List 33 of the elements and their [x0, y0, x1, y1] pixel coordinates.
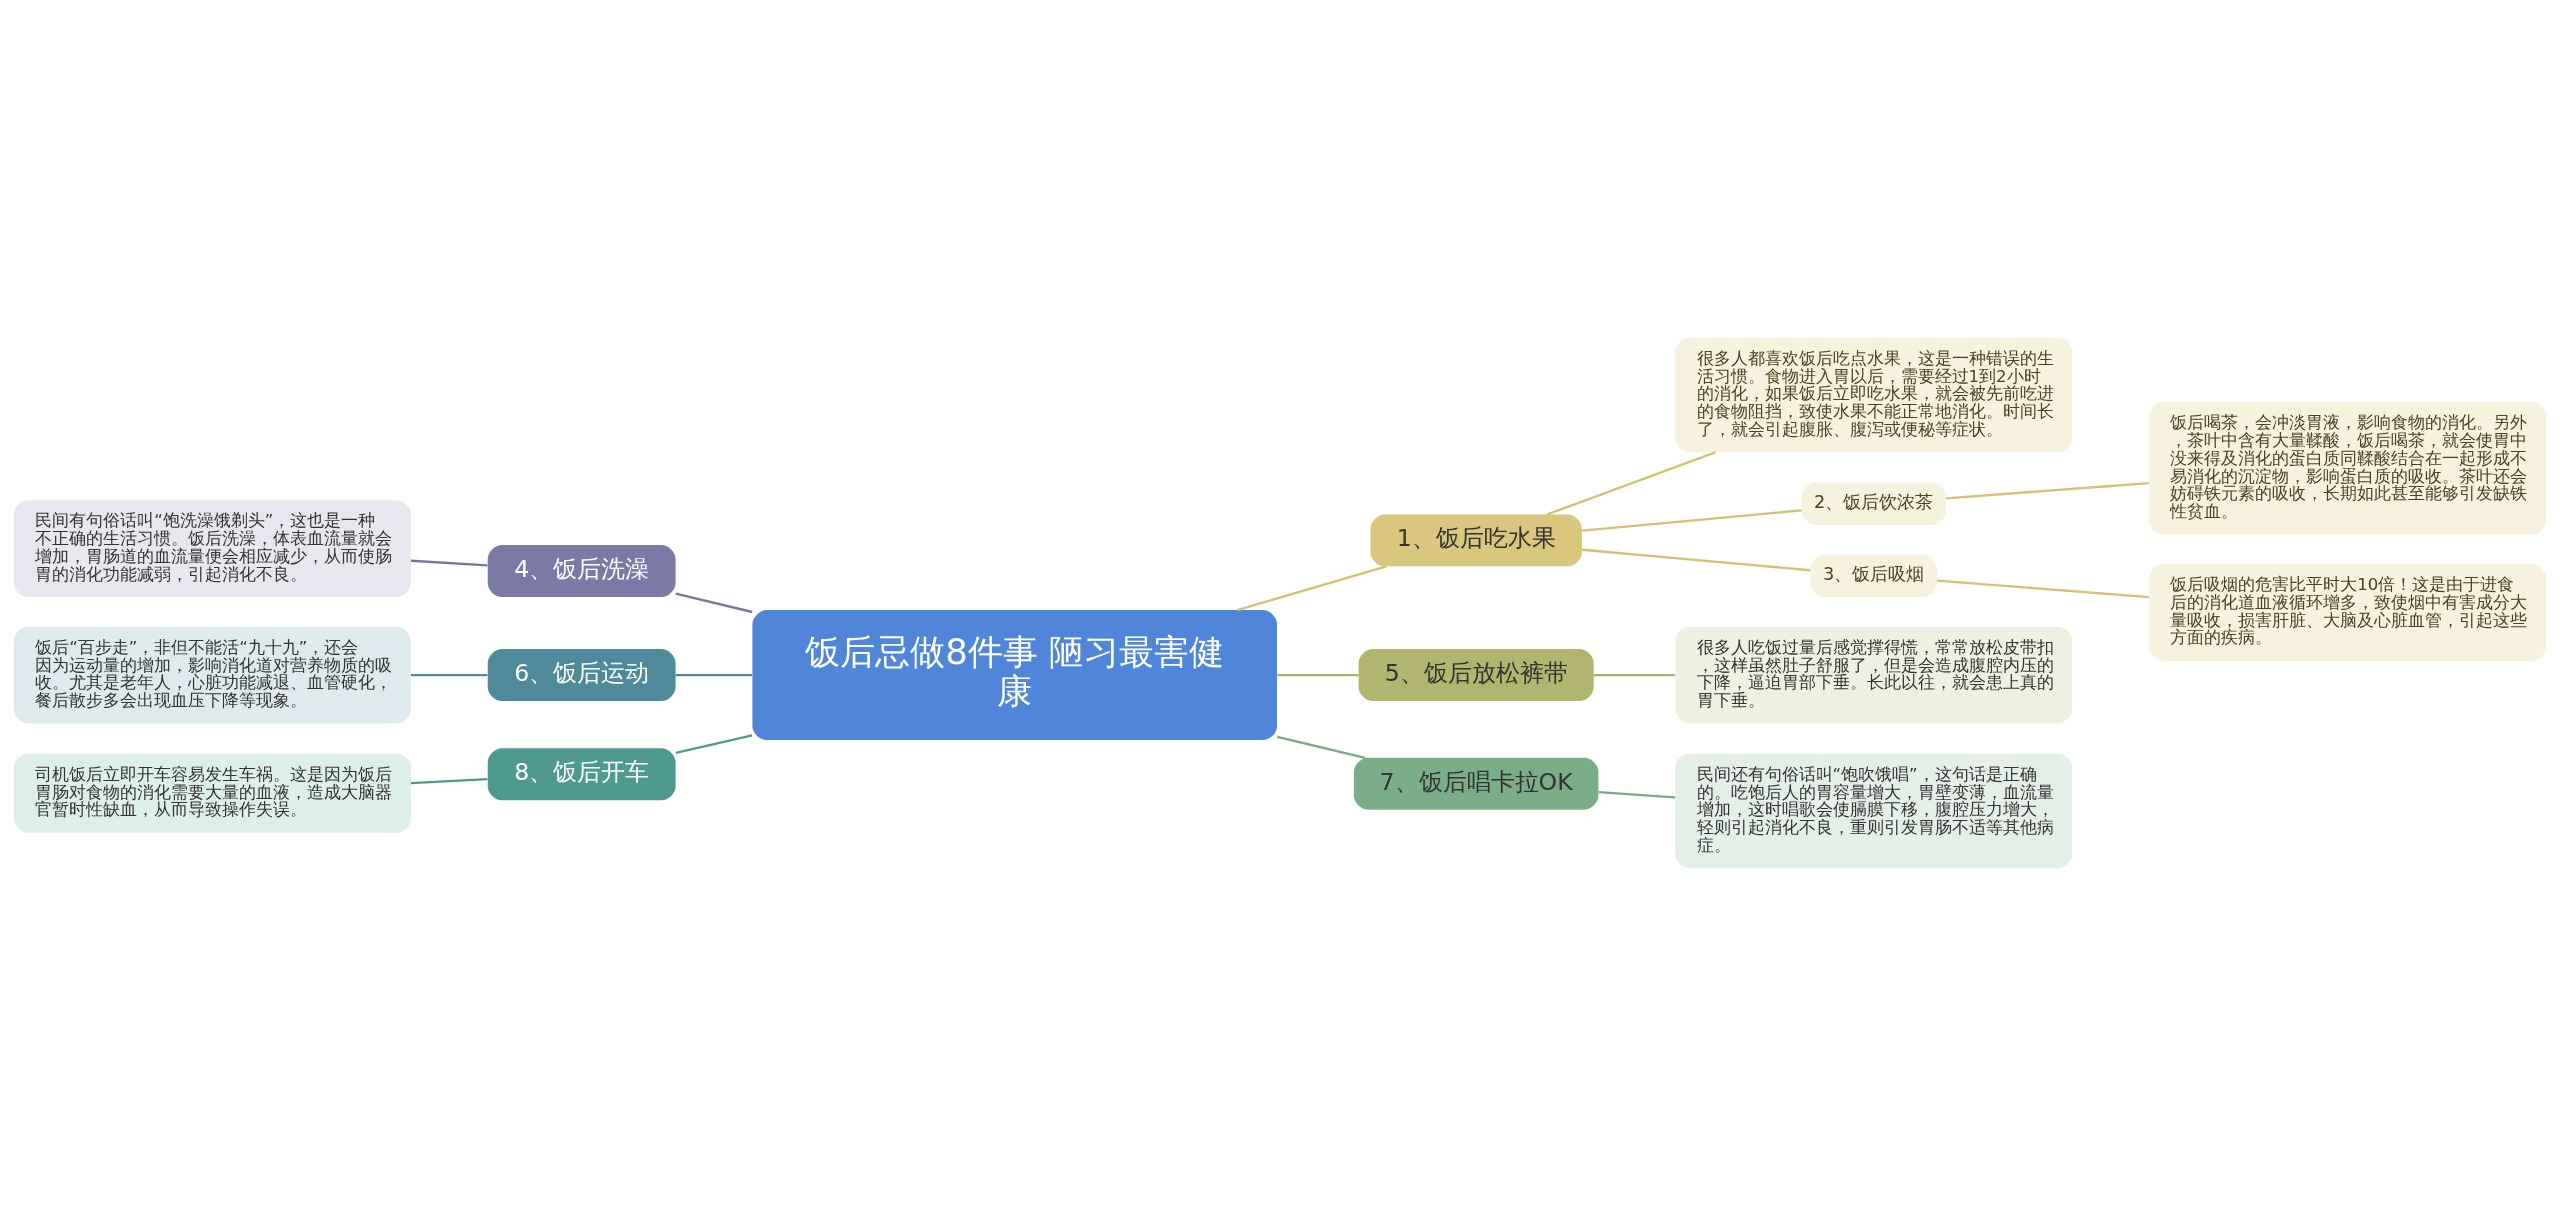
connector	[675, 591, 753, 613]
node-box: 3、饭后吸烟	[1810, 554, 1937, 597]
connector	[1593, 673, 1676, 676]
connector	[675, 673, 753, 676]
connector	[1582, 508, 1802, 532]
node-box: 6、饭后运动	[487, 648, 676, 701]
node-box: 饭后吸烟的危害比平时大10倍！这是由于进食后的消化道血液循环增多，致使烟中有害成分大量吸收，损害肝脏、大脑及心脏血管，引起这些方面的疾病。	[2149, 563, 2547, 661]
connector	[1936, 578, 2149, 598]
connector	[1237, 564, 1387, 611]
connector	[1546, 450, 1716, 515]
node-box: 饭后喝茶，会冲淡胃液，影响食物的消化。另外，茶叶中含有大量鞣酸，饭后喝茶，就会使胃中没来得及消化的蛋白质同鞣酸结合在一起形成不易消化的沉淀物，影响蛋白质的吸收。茶叶还会妨碍铁元素的吸收，长期如此甚至能够引发缺铁性贫血。	[2149, 401, 2547, 534]
node-box: 民间还有句俗话叫“饱吹饿唱”，这句话是正确的。吃饱后人的胃容量增大，胃壁变薄，血流量增加，这时唱歌会使膈膜下移，腹腔压力增大，轻则引起消化不良，重则引发胃肠不适等其他病症。	[1675, 753, 2073, 868]
node-box: 5、饭后放松裤带	[1358, 648, 1594, 701]
connector	[1277, 735, 1366, 759]
connector	[411, 673, 488, 676]
node-box: 4、饭后洗澡	[487, 544, 676, 597]
connector	[675, 733, 753, 754]
connector	[1582, 548, 1811, 571]
node-box: 很多人都喜欢饭后吃点水果，这是一种错误的生活习惯。食物进入胃以后，需要经过1到2小时的消化，如果饭后立即吃水果，就会被先前吃进的食物阻挡，致使水果不能正常地消化。时间长了，就会引起腹胀、腹泻或便秘等症状。	[1675, 337, 2073, 452]
node-box: 1、饭后吃水果	[1370, 513, 1582, 566]
connector	[410, 559, 488, 567]
node-box: 饭后“百步走”，非但不能活“九十九”，还会因为运动量的增加，影响消化道对营养物质的吸收。尤其是老年人，心脏功能减退、血管硬化，餐后散步多会出现血压下降等现象。	[13, 626, 411, 724]
node-box: 8、饭后开车	[487, 747, 676, 800]
node-box: 很多人吃饭过量后感觉撑得慌，常常放松皮带扣，这样虽然肚子舒服了，但是会造成腹腔内压的下降，逼迫胃部下垂。长此以往，就会患上真的胃下垂。	[1675, 626, 2073, 724]
node-box: 民间有句俗话叫“饱洗澡饿剃头”，这也是一种不正确的生活习惯。饭后洗澡，体表血流量就会增加，胃肠道的血流量便会相应减少，从而使肠胃的消化功能减弱，引起消化不良。	[13, 499, 411, 597]
connector	[1945, 481, 2149, 500]
node-box: 7、饭后唱卡拉OK	[1353, 757, 1599, 810]
connector	[1598, 790, 1676, 799]
connector	[410, 777, 488, 784]
connector	[1277, 673, 1359, 676]
node-box: 饭后忌做8件事 陋习最害健康	[752, 609, 1278, 740]
node-box: 司机饭后立即开车容易发生车祸。这是因为饭后胃肠对食物的消化需要大量的血液，造成大脑器官暂时性缺血，从而导致操作失误。	[13, 753, 411, 833]
node-box: 2、饭后饮浓茶	[1801, 481, 1946, 525]
